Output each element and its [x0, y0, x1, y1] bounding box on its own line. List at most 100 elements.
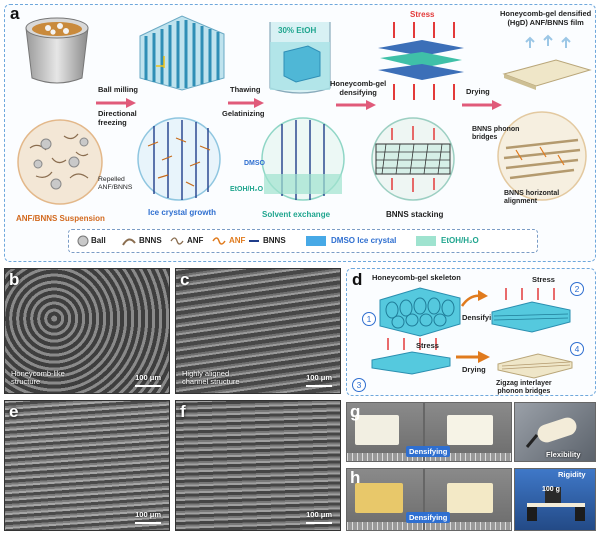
suspension-zoom-circle	[17, 119, 103, 205]
legend: Ball BNNS ANF ANF BNNS DMSO Ice crystal …	[68, 229, 538, 253]
label-weight: 100 g	[542, 486, 560, 493]
g-ruler-2	[425, 453, 511, 461]
sem-c-label: Highly aligned channel structure	[182, 368, 240, 387]
ice-growth-zoom-circle	[137, 117, 221, 201]
label-flexibility: Flexibility	[546, 450, 581, 459]
panel-c-letter: c	[180, 270, 190, 289]
sem-b-label: Honeycomb-like structure	[11, 368, 65, 387]
annotation-dmso: DMSO	[244, 160, 265, 167]
densified-gel-illustration	[491, 288, 571, 333]
panel-g-letter: g	[350, 402, 361, 421]
label-densifying-h: Densifying	[406, 512, 451, 523]
h-ruler-1	[347, 522, 423, 530]
sem-f-scale: 100 μm	[306, 510, 332, 519]
stacking-zoom-circle	[371, 117, 455, 201]
compressed-gel-illustration	[371, 338, 451, 375]
g-film-sample	[447, 415, 493, 445]
legend-bnns-line: BNNS	[263, 236, 286, 245]
legend-ball: Ball	[91, 236, 106, 245]
etoh-legend-icon	[416, 236, 436, 246]
annotation-horizontal-alignment: BNNS horizontal alignment	[504, 190, 560, 206]
caption-suspension: ANF/BNNS Suspension	[16, 214, 105, 223]
orange-arrow-2-icon	[456, 351, 490, 363]
panel-b-letter: b	[9, 270, 20, 289]
panel-e-letter: e	[9, 402, 19, 421]
honeycomb-skeleton-illustration	[379, 287, 461, 337]
film-illustration	[502, 34, 592, 90]
label-densifying-g: Densifying	[406, 446, 451, 457]
sem-e-scale: 100 μm	[135, 510, 161, 519]
label-stress-d-bottom: Stress	[416, 341, 439, 350]
g-foam-sample	[355, 415, 399, 445]
annotation-phonon-bridges: BNNS phonon bridges	[472, 126, 520, 142]
label-ethanol-bath: 30% EtOH	[278, 26, 317, 35]
solvent-exchange-zoom-circle	[261, 117, 345, 201]
annotation-repelled: Repelled ANF/BNNS	[98, 176, 133, 191]
caption-ice-growth: Ice crystal growth	[148, 208, 217, 217]
dmso-ice-legend-icon	[306, 236, 326, 246]
caption-solvent-exchange: Solvent exchange	[262, 210, 331, 219]
step-thawing: Thawing	[230, 85, 261, 94]
sem-b-scale-bar	[135, 385, 161, 387]
anf-legend-icon	[170, 237, 184, 245]
film-zoom-circle	[497, 111, 587, 201]
step-num-3: 3	[352, 378, 366, 392]
step-gelatinizing: Gelatinizing	[222, 109, 265, 118]
rolled-film-illustration	[525, 417, 577, 448]
arrow-step3-icon	[336, 100, 376, 110]
photo-g-after	[424, 402, 512, 462]
step-drying: Drying	[466, 87, 490, 96]
sem-b-scale: 100 μm	[135, 373, 161, 382]
h-ruler-2	[425, 522, 511, 530]
orange-arrow-1-icon	[460, 290, 488, 307]
step-num-4: 4	[570, 342, 584, 356]
ball-mill-jar-illustration	[25, 17, 89, 84]
film-title: Honeycomb-gel densified (HgD) ANF/BNNS f…	[500, 9, 592, 27]
weight-on-film-illustration	[527, 487, 585, 521]
zigzag-film-illustration	[497, 353, 573, 379]
panel-d-letter: d	[352, 270, 363, 289]
ball-legend-icon	[77, 235, 89, 247]
arrow-step2-icon	[228, 98, 264, 108]
sem-e-scale-bar	[135, 522, 161, 524]
annotation-etoh-h2o: EtOH/H₂O	[230, 186, 264, 193]
anf-line-legend-icon	[212, 237, 226, 245]
legend-dmso-ice: DMSO Ice crystal	[331, 236, 397, 245]
legend-anf: ANF	[187, 236, 204, 245]
step-densifying: Honeycomb-gel densifying	[330, 79, 387, 97]
label-zigzag-bridges: Zigzag interlayer phonon bridges	[496, 380, 552, 396]
panel-f-letter: f	[180, 402, 186, 421]
sem-f-scale-bar	[306, 522, 332, 524]
bnns-line-legend-icon	[249, 240, 259, 242]
sem-image-c: c Highly aligned channel structure 100 μ…	[175, 268, 341, 394]
label-rigidity: Rigidity	[558, 470, 586, 479]
photo-g-flexibility	[514, 402, 596, 462]
caption-stacking: BNNS stacking	[386, 210, 444, 219]
panel-a-letter: a	[10, 4, 20, 23]
sem-c-scale: 100 μm	[306, 373, 332, 382]
sem-image-f: f 100 μm	[175, 400, 341, 531]
label-densifying-d: Densifying	[462, 313, 501, 322]
step-directional-freezing: Directional freezing	[98, 109, 137, 127]
arrow-step4-icon	[462, 100, 502, 110]
panel-h-letter: h	[350, 468, 361, 487]
label-stress-a: Stress	[410, 10, 435, 19]
ethanol-beaker-illustration	[269, 22, 331, 94]
h-foam-sample	[355, 483, 403, 513]
sem-image-e: e 100 μm	[4, 400, 170, 531]
label-stress-d-top: Stress	[532, 275, 555, 284]
label-drying-d: Drying	[462, 365, 486, 374]
step-num-2: 2	[570, 282, 584, 296]
legend-anf-line: ANF	[229, 236, 246, 245]
photo-h-rigidity	[514, 468, 596, 531]
step-ball-milling: Ball milling	[98, 85, 139, 94]
sem-c-scale-bar	[306, 385, 332, 387]
h-film-sample	[447, 483, 493, 513]
legend-bnns: BNNS	[139, 236, 162, 245]
panel-d	[346, 268, 596, 396]
arrow-step1-icon	[96, 98, 136, 108]
g-ruler-1	[347, 453, 423, 461]
label-skeleton: Honeycomb-gel skeleton	[372, 273, 461, 282]
sem-image-b: b Honeycomb-like structure 100 μm	[4, 268, 170, 394]
bnns-legend-icon	[122, 238, 136, 246]
